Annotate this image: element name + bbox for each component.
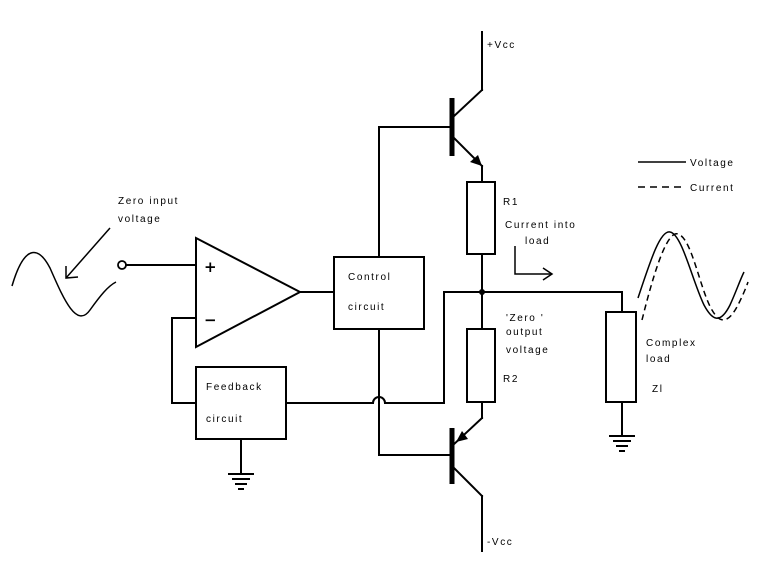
control-label-2: circuit [348, 302, 385, 313]
zero-output-label-2: output [506, 327, 543, 338]
input-sine-wave [11, 251, 117, 317]
legend-voltage-label: Voltage [690, 158, 735, 169]
current-arrow-icon [514, 246, 554, 281]
voltage-waveform [637, 231, 745, 319]
input-terminal [117, 260, 127, 270]
lower-transistor-pnp [449, 416, 484, 552]
zero-output-label-1: 'Zero ' [506, 313, 544, 324]
r1-resistor [466, 181, 496, 255]
r2-resistor [466, 328, 496, 403]
control-circuit-box [333, 256, 425, 330]
zero-output-label-3: voltage [506, 345, 549, 356]
lower-base-wire [378, 328, 453, 456]
current-into-label-2: load [525, 236, 550, 247]
current-into-label-1: Current into [505, 220, 576, 231]
control-label-1: Control [348, 272, 391, 283]
r1-label: R1 [503, 197, 519, 208]
feedback-loop-wire [171, 317, 197, 404]
current-waveform [641, 233, 749, 321]
zero-input-label-2: voltage [118, 214, 161, 225]
zl-label: Zl [652, 384, 664, 395]
legend-current-label: Current [690, 183, 735, 194]
zero-input-pointer-arrow [65, 227, 111, 279]
load-ground-icon [609, 401, 635, 452]
feedback-label-1: Feedback [206, 382, 263, 393]
opamp-minus-sign: − [204, 311, 217, 329]
zero-input-label-1: Zero input [118, 196, 179, 207]
upper-base-wire [378, 126, 453, 258]
feedback-circuit-box [195, 366, 287, 440]
opamp-plus-sign: + [204, 258, 217, 276]
feedback-label-2: circuit [206, 414, 243, 425]
op-amp-triangle [195, 236, 303, 349]
feedback-ground-icon [228, 438, 254, 490]
complex-load-box [605, 311, 637, 403]
vcc-negative-label: -Vcc [487, 537, 513, 548]
vcc-positive-label: +Vcc [487, 40, 516, 51]
complex-load-label-2: load [646, 354, 671, 365]
r2-label: R2 [503, 374, 519, 385]
upper-transistor-npn [449, 31, 484, 183]
complex-load-label-1: Complex [646, 338, 697, 349]
